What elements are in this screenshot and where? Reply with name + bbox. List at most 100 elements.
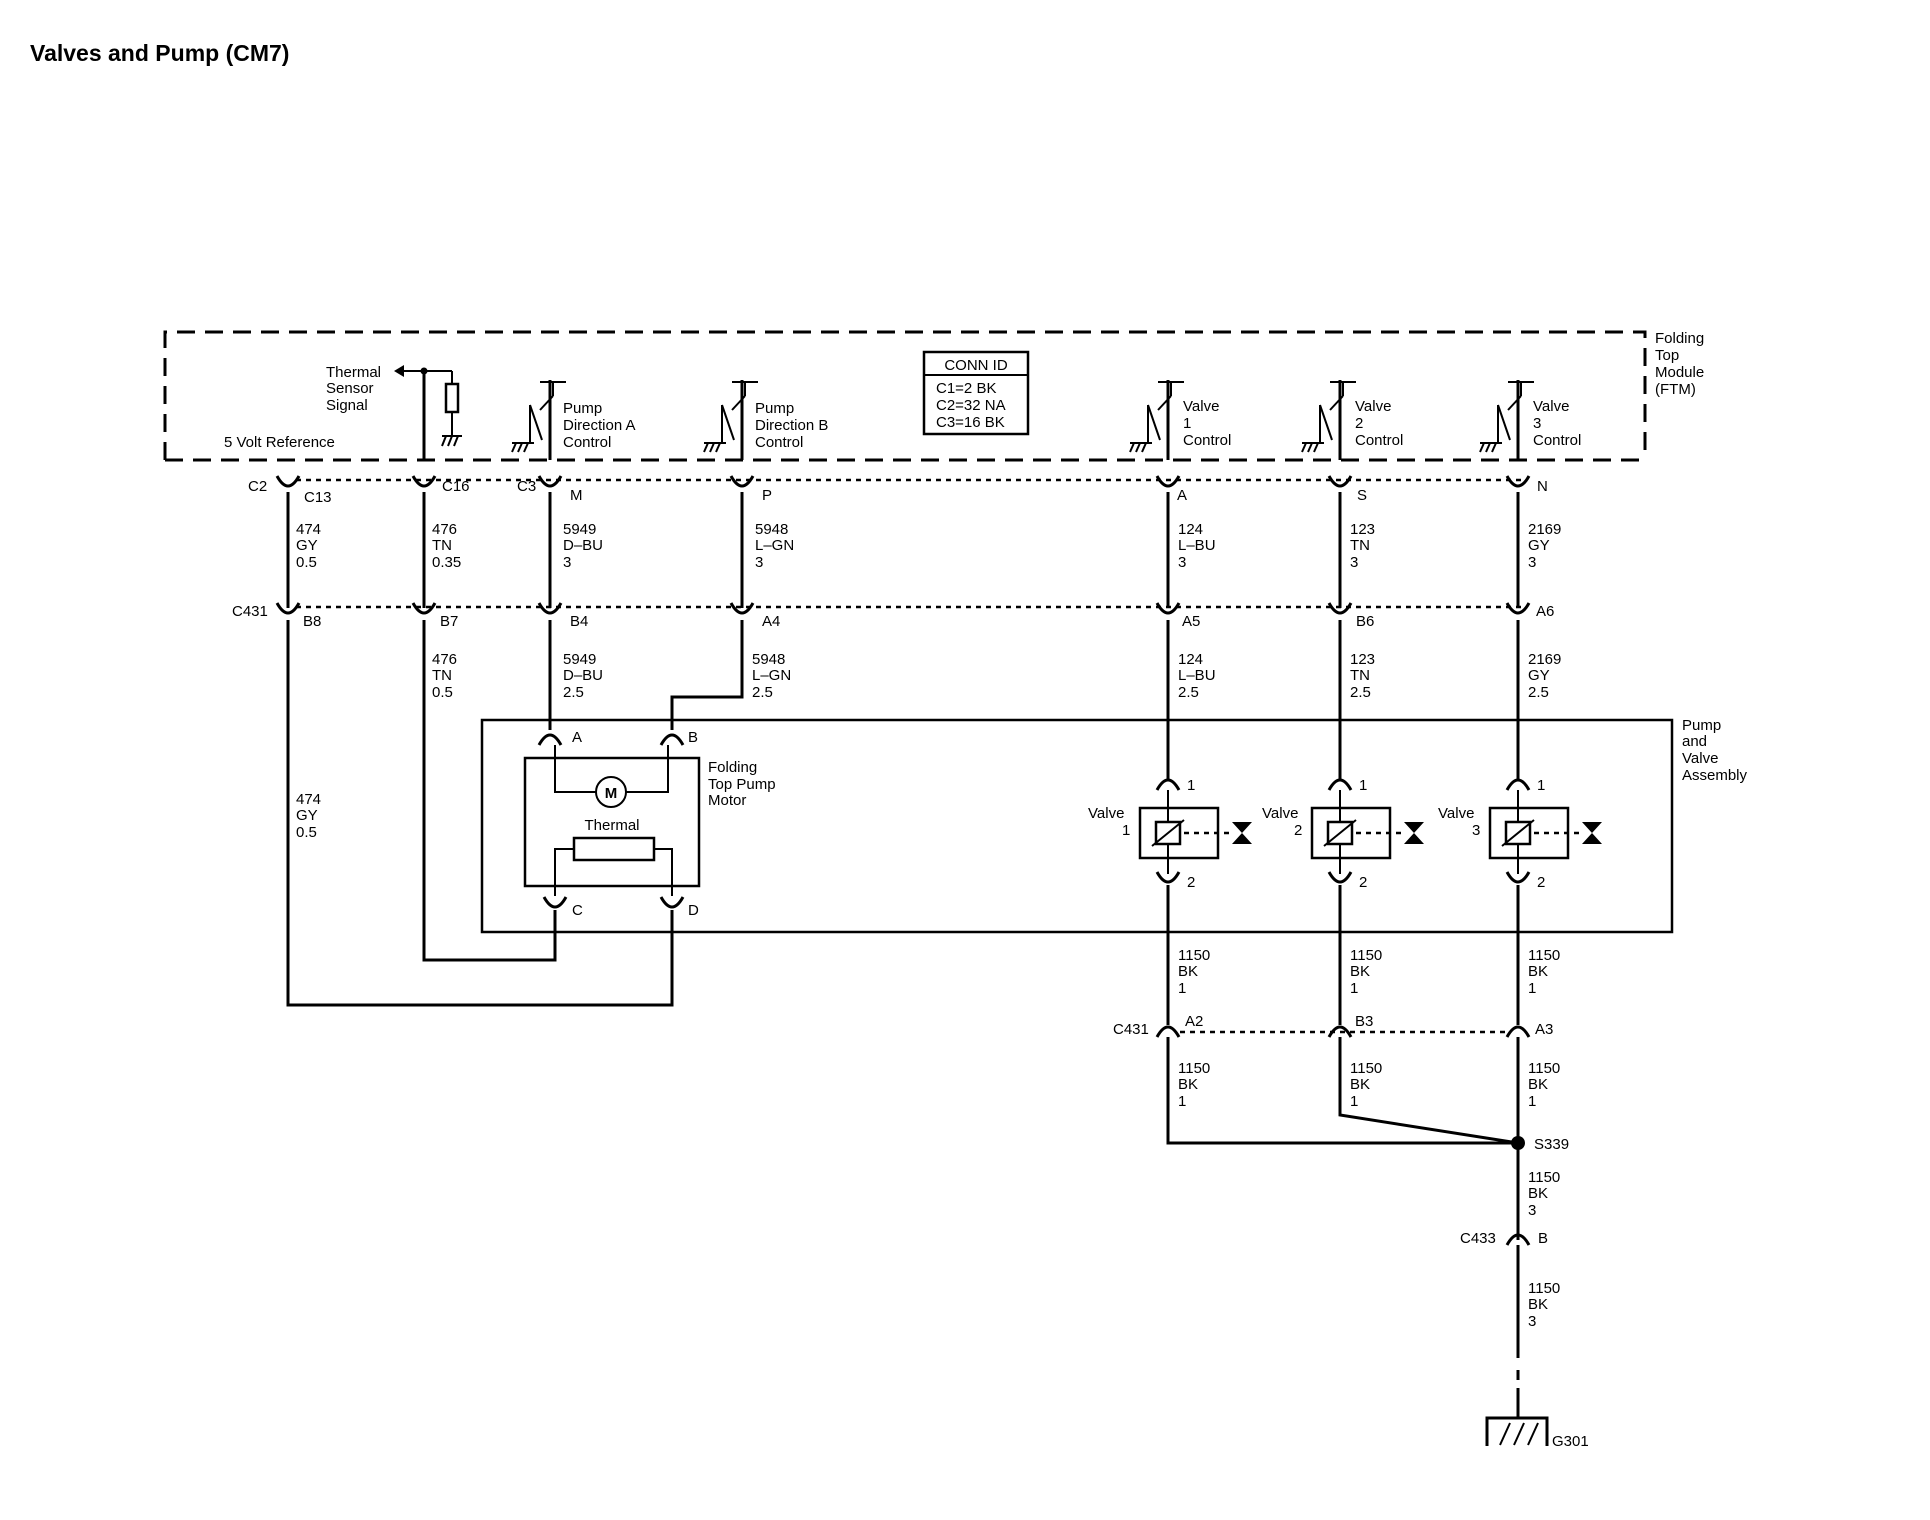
svg-text:3: 3 xyxy=(755,554,763,571)
svg-text:1: 1 xyxy=(1178,980,1186,997)
svg-text:Module: Module xyxy=(1655,364,1704,381)
svg-text:BK: BK xyxy=(1528,1185,1548,1202)
svg-text:C2: C2 xyxy=(248,478,267,495)
ftm-module-outline xyxy=(163,330,1647,462)
switch-pump-a: Pump Direction A Control xyxy=(511,380,636,460)
svg-text:B: B xyxy=(688,729,698,746)
svg-text:CONN ID: CONN ID xyxy=(944,357,1008,374)
svg-text:3: 3 xyxy=(1350,554,1358,571)
svg-text:BK: BK xyxy=(1178,963,1198,980)
motor-icon xyxy=(595,776,627,808)
svg-text:Direction B: Direction B xyxy=(755,417,828,434)
svg-text:1150: 1150 xyxy=(1178,947,1210,964)
svg-text:Pump: Pump xyxy=(563,400,602,417)
svg-text:Top: Top xyxy=(1655,347,1679,364)
svg-text:5949: 5949 xyxy=(563,521,596,538)
valve-2: 1 2 Valve 2 xyxy=(1262,777,1424,891)
svg-text:Motor: Motor xyxy=(708,792,746,809)
svg-text:1: 1 xyxy=(1178,1093,1186,1110)
svg-text:Top Pump: Top Pump xyxy=(708,776,776,793)
thermal-sensor-signal: Thermal Sensor Signal xyxy=(326,364,462,447)
svg-text:A6: A6 xyxy=(1536,603,1554,620)
svg-text:Valve: Valve xyxy=(1088,805,1124,822)
svg-text:BK: BK xyxy=(1528,1296,1548,1313)
svg-text:476: 476 xyxy=(432,651,457,668)
valve-1: 1 2 Valve 1 xyxy=(1088,777,1252,891)
switch-valve-1: Valve 1 Control xyxy=(1129,380,1231,460)
svg-text:GY: GY xyxy=(296,537,318,554)
svg-text:D–BU: D–BU xyxy=(563,667,603,684)
svg-text:3: 3 xyxy=(1472,822,1480,839)
svg-text:3: 3 xyxy=(1528,554,1536,571)
svg-text:B6: B6 xyxy=(1356,613,1374,630)
svg-text:A5: A5 xyxy=(1182,613,1200,630)
svg-text:1150: 1150 xyxy=(1528,947,1560,964)
svg-text:L–BU: L–BU xyxy=(1178,537,1216,554)
svg-text:Valve: Valve xyxy=(1533,398,1569,415)
svg-text:Signal: Signal xyxy=(326,397,368,414)
svg-text:Control: Control xyxy=(1355,432,1403,449)
svg-text:0.5: 0.5 xyxy=(296,824,317,841)
conn-id-box: CONN ID C1=2 BK C2=32 NA C3=16 BK xyxy=(922,350,1030,436)
svg-text:TN: TN xyxy=(432,537,452,554)
svg-text:1150: 1150 xyxy=(1350,1060,1382,1077)
svg-text:P: P xyxy=(762,487,772,504)
svg-text:5949: 5949 xyxy=(563,651,596,668)
svg-text:GY: GY xyxy=(1528,537,1550,554)
svg-text:1: 1 xyxy=(1528,980,1536,997)
splice-s339: S339 xyxy=(1511,1136,1569,1153)
svg-text:2.5: 2.5 xyxy=(563,684,584,701)
svg-text:0.5: 0.5 xyxy=(432,684,453,701)
svg-text:TN: TN xyxy=(432,667,452,684)
svg-text:476: 476 xyxy=(432,521,457,538)
svg-text:2.5: 2.5 xyxy=(1178,684,1199,701)
svg-text:S339: S339 xyxy=(1534,1136,1569,1153)
pump-motor: A B M Thermal C D Folding Top Pump Motor xyxy=(523,729,776,919)
svg-text:L–GN: L–GN xyxy=(755,537,794,554)
svg-text:5948: 5948 xyxy=(755,521,788,538)
svg-text:1150: 1150 xyxy=(1528,1060,1560,1077)
svg-text:L–GN: L–GN xyxy=(752,667,791,684)
svg-text:Valve: Valve xyxy=(1262,805,1298,822)
svg-text:Assembly: Assembly xyxy=(1682,767,1748,784)
switch-pump-b: Pump Direction B Control xyxy=(703,380,828,460)
svg-text:B4: B4 xyxy=(570,613,588,630)
svg-text:BK: BK xyxy=(1350,963,1370,980)
ftm-module-label: Folding Top Module (FTM) xyxy=(1655,330,1704,398)
svg-text:2: 2 xyxy=(1537,874,1545,891)
svg-text:2.5: 2.5 xyxy=(1350,684,1371,701)
svg-text:M: M xyxy=(570,487,583,504)
wires-middle-segment xyxy=(286,620,1520,1007)
svg-text:and: and xyxy=(1682,733,1707,750)
svg-text:3: 3 xyxy=(1528,1202,1536,1219)
svg-text:C16: C16 xyxy=(442,478,470,495)
svg-text:474: 474 xyxy=(296,521,321,538)
svg-text:5948: 5948 xyxy=(752,651,785,668)
svg-text:474: 474 xyxy=(296,791,321,808)
svg-text:BK: BK xyxy=(1350,1076,1370,1093)
svg-text:3: 3 xyxy=(1178,554,1186,571)
svg-text:1: 1 xyxy=(1187,777,1195,794)
svg-text:BK: BK xyxy=(1528,963,1548,980)
svg-text:Valve: Valve xyxy=(1355,398,1391,415)
svg-text:0.35: 0.35 xyxy=(432,554,461,571)
svg-text:A4: A4 xyxy=(762,613,780,630)
svg-text:(FTM): (FTM) xyxy=(1655,381,1696,398)
svg-text:1150: 1150 xyxy=(1178,1060,1210,1077)
svg-text:Thermal: Thermal xyxy=(584,817,639,834)
switch-valve-3: Valve 3 Control xyxy=(1479,380,1581,460)
svg-text:Direction A: Direction A xyxy=(563,417,636,434)
svg-text:B: B xyxy=(1538,1230,1548,1247)
svg-text:Control: Control xyxy=(1533,432,1581,449)
svg-text:C431: C431 xyxy=(1113,1021,1149,1038)
ftm-connector-row: C2 C3 C13 C16 M P A S N xyxy=(248,475,1548,506)
svg-text:2: 2 xyxy=(1355,415,1363,432)
svg-text:Pump: Pump xyxy=(1682,717,1721,734)
svg-text:D: D xyxy=(688,902,699,919)
svg-text:Pump: Pump xyxy=(755,400,794,417)
svg-text:2.5: 2.5 xyxy=(752,684,773,701)
svg-text:B7: B7 xyxy=(440,613,458,630)
svg-text:C13: C13 xyxy=(304,489,332,506)
svg-text:1: 1 xyxy=(1350,980,1358,997)
